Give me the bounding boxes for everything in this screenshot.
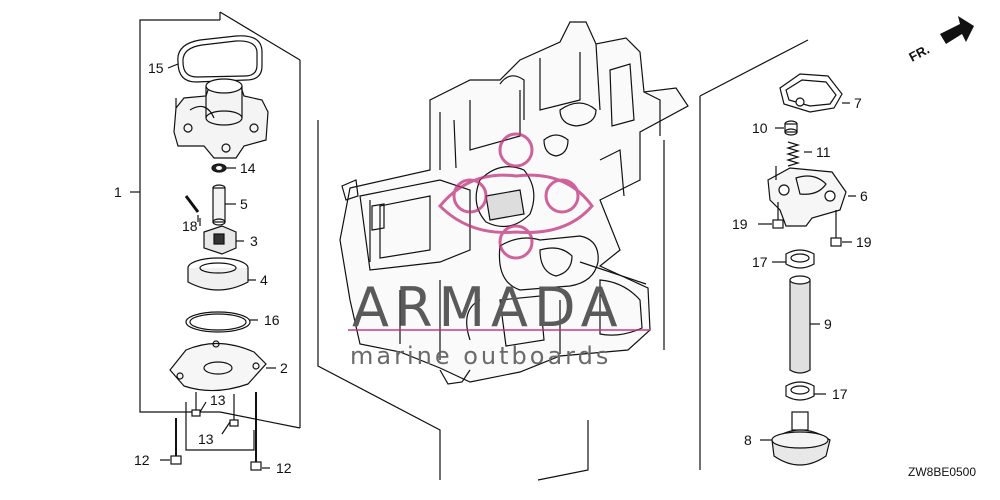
callout-12-left: 12 xyxy=(134,452,150,468)
callout-17-lower: 17 xyxy=(832,386,848,402)
callout-14: 14 xyxy=(240,160,256,176)
callout-19-left: 19 xyxy=(732,216,748,232)
diagram-code: ZW8BE0500 xyxy=(908,465,976,479)
callout-4: 4 xyxy=(260,272,268,288)
watermark-emblem-icon xyxy=(437,132,594,260)
watermark: ARMADA marine outboards xyxy=(348,132,650,370)
callout-19-right: 19 xyxy=(856,234,872,250)
callout-labels: 1 15 14 5 18 3 4 16 2 13 13 12 12 7 10 1… xyxy=(114,60,872,476)
callout-10: 10 xyxy=(752,120,768,136)
front-direction-arrow-icon xyxy=(940,16,974,44)
callout-2: 2 xyxy=(280,360,288,376)
callout-12-right: 12 xyxy=(276,460,292,476)
watermark-brand: ARMADA xyxy=(352,276,624,339)
callout-15: 15 xyxy=(148,60,164,76)
callout-3: 3 xyxy=(250,233,258,249)
callout-9: 9 xyxy=(824,316,832,332)
front-direction-label: FR. xyxy=(906,42,932,65)
callout-6: 6 xyxy=(860,188,868,204)
callout-16: 16 xyxy=(264,312,280,328)
callout-7: 7 xyxy=(854,95,862,111)
engine-block-illustration xyxy=(317,21,689,481)
callout-18: 18 xyxy=(182,218,198,234)
thermostat-assembly-group xyxy=(699,39,856,470)
callout-17-upper: 17 xyxy=(752,254,768,270)
callout-8: 8 xyxy=(744,432,752,448)
callout-13-upper: 13 xyxy=(210,392,226,408)
callout-13-lower: 13 xyxy=(198,431,214,447)
callout-1: 1 xyxy=(114,184,122,200)
callout-5: 5 xyxy=(240,196,248,212)
callout-11: 11 xyxy=(816,144,831,160)
watermark-tagline: marine outboards xyxy=(350,342,611,370)
pump-assembly-group xyxy=(130,11,301,471)
